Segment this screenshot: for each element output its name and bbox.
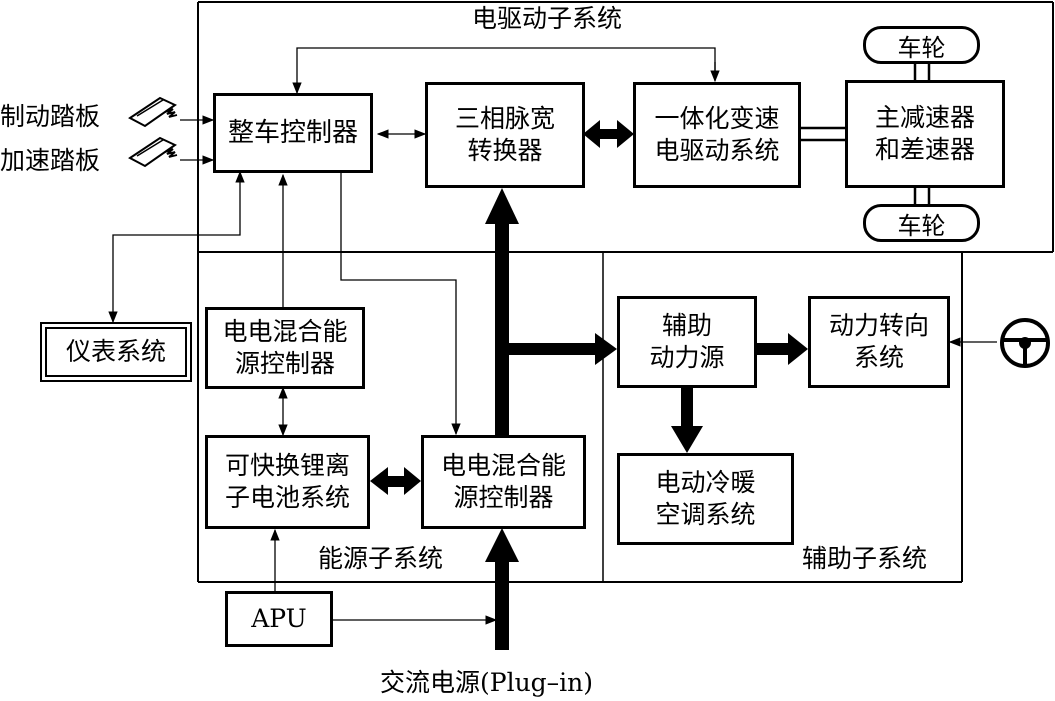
ac-source-label: 交流电源(Plug–in) bbox=[380, 668, 594, 697]
hvac-block: 电动冷暖 空调系统 bbox=[617, 453, 794, 545]
bus-to-aux-power-arrow bbox=[509, 333, 617, 365]
integrated-drive-label-line2: 电驱动系统 bbox=[654, 136, 780, 165]
main-power-bus bbox=[485, 188, 519, 437]
hybrid-controller-top-line1: 电电混合能 bbox=[222, 317, 348, 346]
apu-label: APU bbox=[251, 604, 307, 633]
aux-power-line1: 辅助 bbox=[661, 311, 712, 340]
hvac-line2: 空调系统 bbox=[655, 500, 756, 529]
steering-wheel-icon bbox=[1000, 318, 1050, 368]
aux-to-hvac-arrow bbox=[671, 388, 703, 453]
final-drive-label-line2: 和差速器 bbox=[874, 135, 975, 164]
wheel-top: 车轮 bbox=[863, 26, 980, 64]
instrument-system-block: 仪表系统 bbox=[40, 322, 192, 382]
vcu-instrument-link bbox=[108, 170, 245, 324]
inverter-label-line2: 转换器 bbox=[467, 136, 543, 165]
energy-subsystem-label: 能源子系统 bbox=[318, 544, 444, 573]
apu-block: APU bbox=[225, 591, 333, 647]
inverter-drive-power-arrow bbox=[583, 120, 634, 148]
wheel-bottom: 车轮 bbox=[863, 204, 980, 242]
axle-shafts bbox=[913, 64, 931, 204]
final-drive-label-line1: 主减速器 bbox=[874, 103, 975, 132]
accel-pedal-icon bbox=[128, 136, 178, 168]
vcu-to-main-controller-link bbox=[340, 172, 461, 436]
final-drive-block: 主减速器 和差速器 bbox=[845, 80, 1005, 188]
aux-subsystem-frame bbox=[602, 252, 963, 582]
battery-system-line1: 可快换锂离 bbox=[224, 451, 350, 480]
hybrid-controller-main-line2: 源控制器 bbox=[453, 483, 554, 512]
accel-pedal-label: 加速踏板 bbox=[0, 146, 101, 175]
aux-subsystem-label: 辅助子系统 bbox=[802, 544, 928, 573]
hvac-line1: 电动冷暖 bbox=[655, 468, 756, 497]
pedal-links bbox=[180, 115, 215, 165]
hybrid-controller-main-line1: 电电混合能 bbox=[440, 451, 566, 480]
instrument-system-label: 仪表系统 bbox=[65, 337, 166, 366]
battery-system-line2: 子电池系统 bbox=[224, 483, 350, 512]
power-steering-block: 动力转向 系统 bbox=[808, 296, 950, 388]
integrated-drive-block: 一体化变速 电驱动系统 bbox=[633, 82, 801, 188]
brake-pedal-icon bbox=[128, 96, 178, 128]
feedback-link bbox=[292, 47, 720, 95]
drive-subsystem-label: 电驱动子系统 bbox=[472, 4, 623, 33]
power-steering-line2: 系统 bbox=[853, 343, 904, 372]
aux-to-steering-arrow bbox=[756, 333, 808, 365]
hybrid-controller-main-block: 电电混合能 源控制器 bbox=[421, 435, 586, 529]
power-steering-line1: 动力转向 bbox=[828, 311, 929, 340]
inverter-block: 三相脉宽 转换器 bbox=[425, 82, 585, 188]
inverter-label-line1: 三相脉宽 bbox=[454, 104, 555, 133]
vehicle-controller-block: 整车控制器 bbox=[213, 93, 373, 173]
brake-pedal-label: 制动踏板 bbox=[0, 102, 101, 131]
integrated-drive-label-line1: 一体化变速 bbox=[654, 104, 780, 133]
drive-final-shaft bbox=[800, 126, 846, 142]
hybrid-controller-top-block: 电电混合能 源控制器 bbox=[205, 307, 365, 389]
hybrid-controller-top-line2: 源控制器 bbox=[234, 349, 335, 378]
ac-source-power-arrow bbox=[485, 528, 519, 650]
battery-controller-power-arrow bbox=[370, 467, 421, 495]
aux-power-block: 辅助 动力源 bbox=[617, 296, 757, 388]
aux-power-line2: 动力源 bbox=[649, 343, 725, 372]
battery-system-block: 可快换锂离 子电池系统 bbox=[205, 435, 370, 529]
vehicle-controller-label: 整车控制器 bbox=[227, 118, 358, 148]
